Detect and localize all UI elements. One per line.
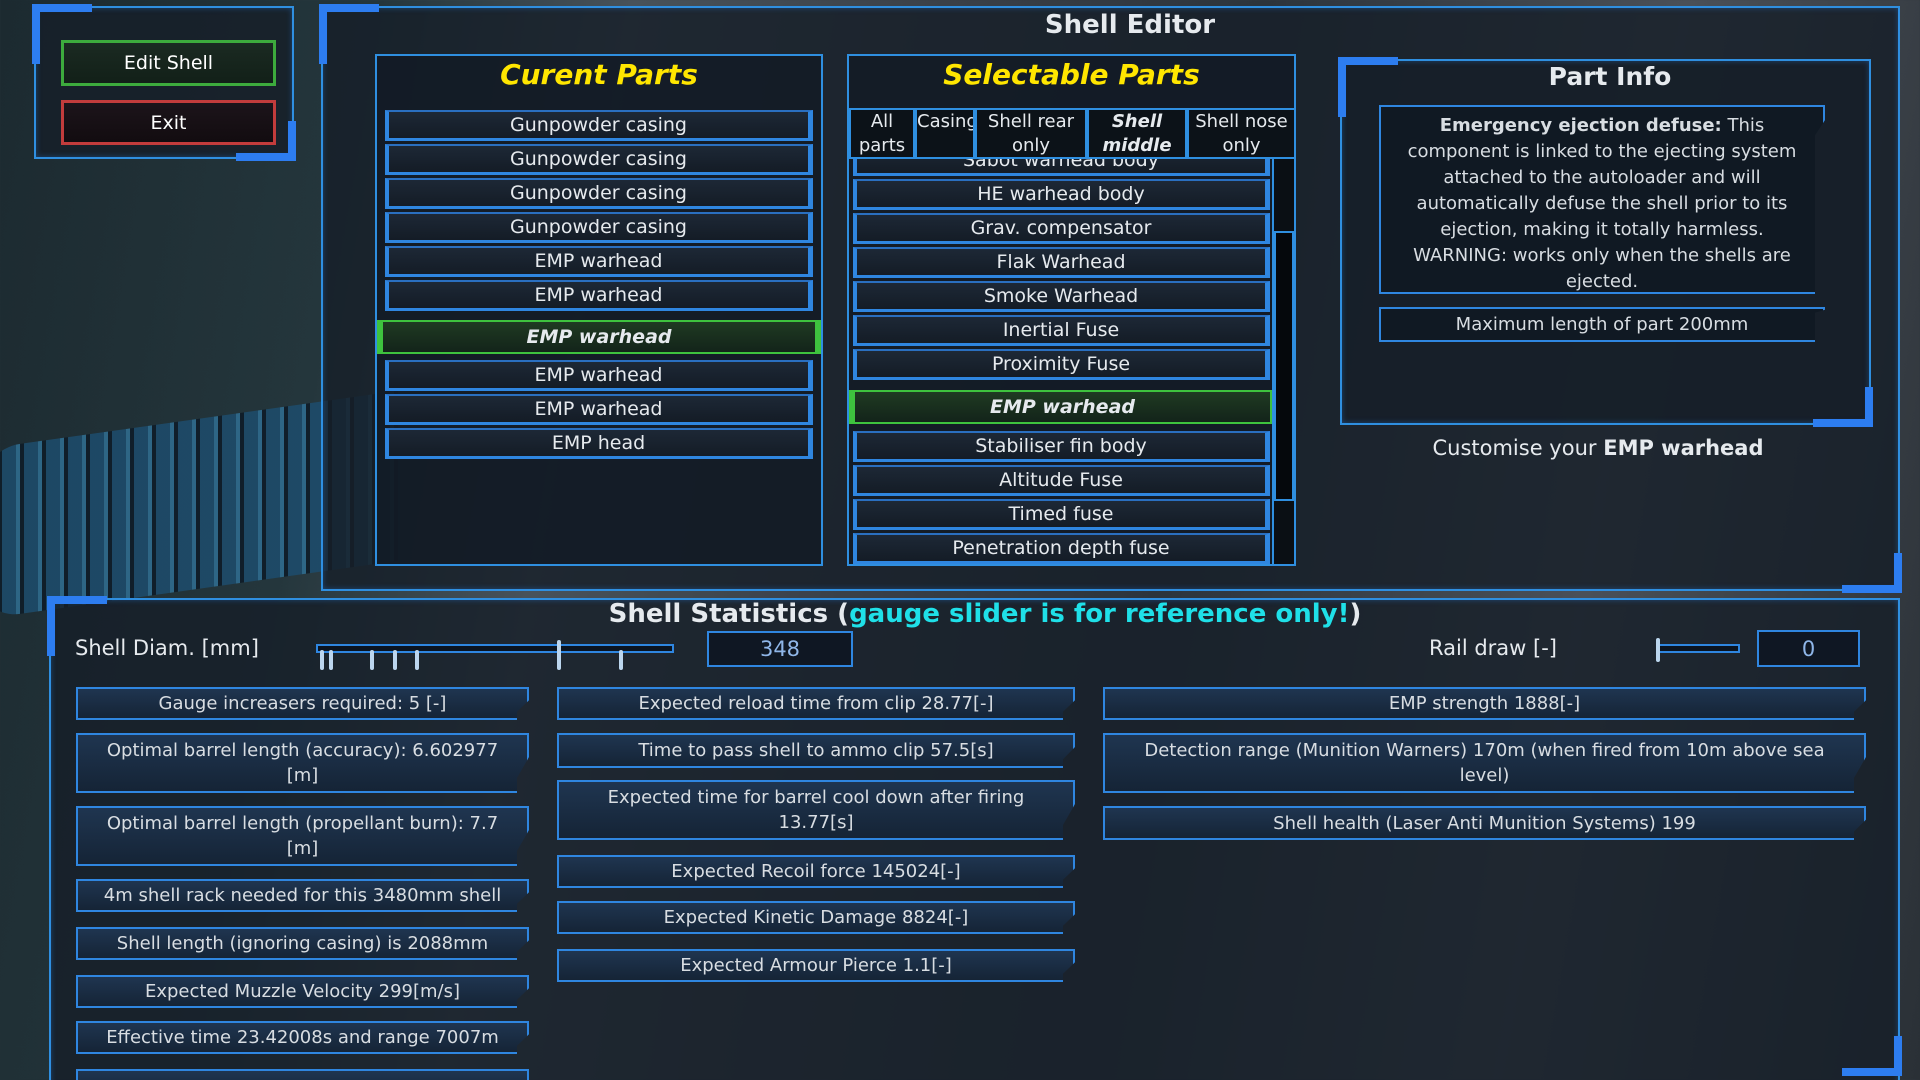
stat-item: Time to pass shell to ammo clip 57.5[s] — [557, 733, 1075, 768]
selectable-part-item[interactable]: HE warhead body — [853, 179, 1270, 210]
current-parts-title: Curent Parts — [500, 58, 698, 91]
tab-shell-middle[interactable]: Shell middle — [1087, 108, 1187, 159]
selectable-parts-title: Selectable Parts — [943, 58, 1200, 91]
selectable-part-item[interactable]: Smoke Warhead — [853, 281, 1270, 312]
shell-statistics-title: Shell Statistics (gauge slider is for re… — [500, 599, 1470, 629]
shell-editor-title: Shell Editor — [1044, 10, 1216, 40]
part-info-title: Part Info — [1548, 62, 1672, 91]
stats-title-text: Shell Statistics — [608, 599, 829, 629]
current-part-item[interactable]: EMP head — [385, 428, 813, 459]
selectable-part-item[interactable]: Grav. compensator — [853, 213, 1270, 244]
edit-shell-button[interactable]: Edit Shell — [61, 40, 276, 86]
exit-button[interactable]: Exit — [61, 100, 276, 145]
stat-item: Shell health (Laser Anti Munition System… — [1103, 806, 1866, 840]
current-part-item[interactable]: EMP warhead — [385, 360, 813, 391]
current-part-item[interactable]: EMP warhead — [385, 280, 813, 311]
rail-draw-label: Rail draw [-] — [1429, 636, 1557, 660]
customise-label: Customise your EMP warhead — [1340, 436, 1856, 460]
gauge-slider-handle[interactable] — [557, 640, 561, 670]
stat-item — [76, 1069, 529, 1080]
stat-item: Expected Muzzle Velocity 299[m/s] — [76, 975, 529, 1008]
shell-diam-label: Shell Diam. [mm] — [75, 636, 259, 660]
stat-item: 4m shell rack needed for this 3480mm she… — [76, 879, 529, 912]
customise-prefix: Customise your — [1432, 436, 1597, 460]
current-part-item[interactable]: EMP warhead — [385, 246, 813, 277]
slider-tick — [393, 650, 397, 670]
stat-item: Expected Recoil force 145024[-] — [557, 855, 1075, 888]
paren-close: ) — [1349, 599, 1362, 629]
stat-item: Expected reload time from clip 28.77[-] — [557, 687, 1075, 720]
selectable-part-item[interactable]: Altitude Fuse — [853, 465, 1270, 496]
gauge-slider[interactable] — [316, 640, 674, 670]
part-name: Emergency ejection defuse: — [1439, 115, 1722, 136]
selectable-part-selected[interactable]: EMP warhead — [849, 390, 1276, 424]
selectable-part-item[interactable]: Stabiliser fin body — [853, 431, 1270, 462]
tab-all-parts[interactable]: All parts — [849, 108, 915, 159]
selectable-part-item[interactable]: Proximity Fuse — [853, 349, 1270, 380]
part-description: Emergency ejection defuse: This componen… — [1379, 105, 1825, 294]
slider-tick — [320, 650, 324, 670]
paren-open: ( — [837, 599, 850, 629]
rail-draw-slider[interactable] — [1656, 638, 1740, 662]
current-part-item[interactable]: Gunpowder casing — [385, 178, 813, 209]
gauge-slider-track — [316, 644, 674, 653]
parts-scrollbar[interactable] — [1272, 159, 1294, 564]
selectable-part-item[interactable]: Inertial Fuse — [853, 315, 1270, 346]
slider-tick — [329, 650, 333, 670]
tab-shell-nose-only[interactable]: Shell nose only — [1187, 108, 1294, 159]
rail-draw-value[interactable]: 0 — [1757, 630, 1860, 667]
stat-item: Optimal barrel length (accuracy): 6.6029… — [76, 733, 529, 793]
selectable-part-item[interactable]: Sabot warhead body — [853, 159, 1270, 176]
slider-tick — [415, 650, 419, 670]
tab-casing[interactable]: Casing — [915, 108, 975, 159]
part-description-text: This component is linked to the ejecting… — [1407, 115, 1797, 292]
current-part-item[interactable]: Gunpowder casing — [385, 144, 813, 175]
stat-item: EMP strength 1888[-] — [1103, 687, 1866, 720]
selectable-part-item[interactable]: Penetration depth fuse — [853, 533, 1270, 564]
selectable-part-item[interactable]: Timed fuse — [853, 499, 1270, 530]
rail-slider-handle[interactable] — [1656, 638, 1660, 662]
parts-scrollbar-thumb[interactable] — [1274, 231, 1294, 501]
tab-shell-rear-only[interactable]: Shell rear only — [975, 108, 1087, 159]
shell-diam-value[interactable]: 348 — [707, 631, 853, 667]
current-part-selected[interactable]: EMP warhead — [377, 320, 821, 354]
slider-tick — [619, 650, 623, 670]
max-length-info: Maximum length of part 200mm — [1379, 307, 1825, 342]
customise-part-name: EMP warhead — [1603, 436, 1764, 460]
selectable-part-item[interactable]: Flak Warhead — [853, 247, 1270, 278]
stat-item: Expected Kinetic Damage 8824[-] — [557, 901, 1075, 934]
stat-item: Shell length (ignoring casing) is 2088mm — [76, 927, 529, 960]
stat-item: Gauge increasers required: 5 [-] — [76, 687, 529, 720]
slider-tick — [370, 650, 374, 670]
rail-slider-track — [1656, 644, 1740, 653]
stat-item: Expected time for barrel cool down after… — [557, 780, 1075, 840]
stat-item: Expected Armour Pierce 1.1[-] — [557, 949, 1075, 982]
stat-item: Effective time 23.42008s and range 7007m — [76, 1021, 529, 1054]
current-part-item[interactable]: Gunpowder casing — [385, 110, 813, 141]
current-part-item[interactable]: Gunpowder casing — [385, 212, 813, 243]
stats-note: gauge slider is for reference only! — [849, 599, 1350, 629]
stat-item: Detection range (Munition Warners) 170m … — [1103, 733, 1866, 793]
stat-item: Optimal barrel length (propellant burn):… — [76, 806, 529, 866]
current-part-item[interactable]: EMP warhead — [385, 394, 813, 425]
